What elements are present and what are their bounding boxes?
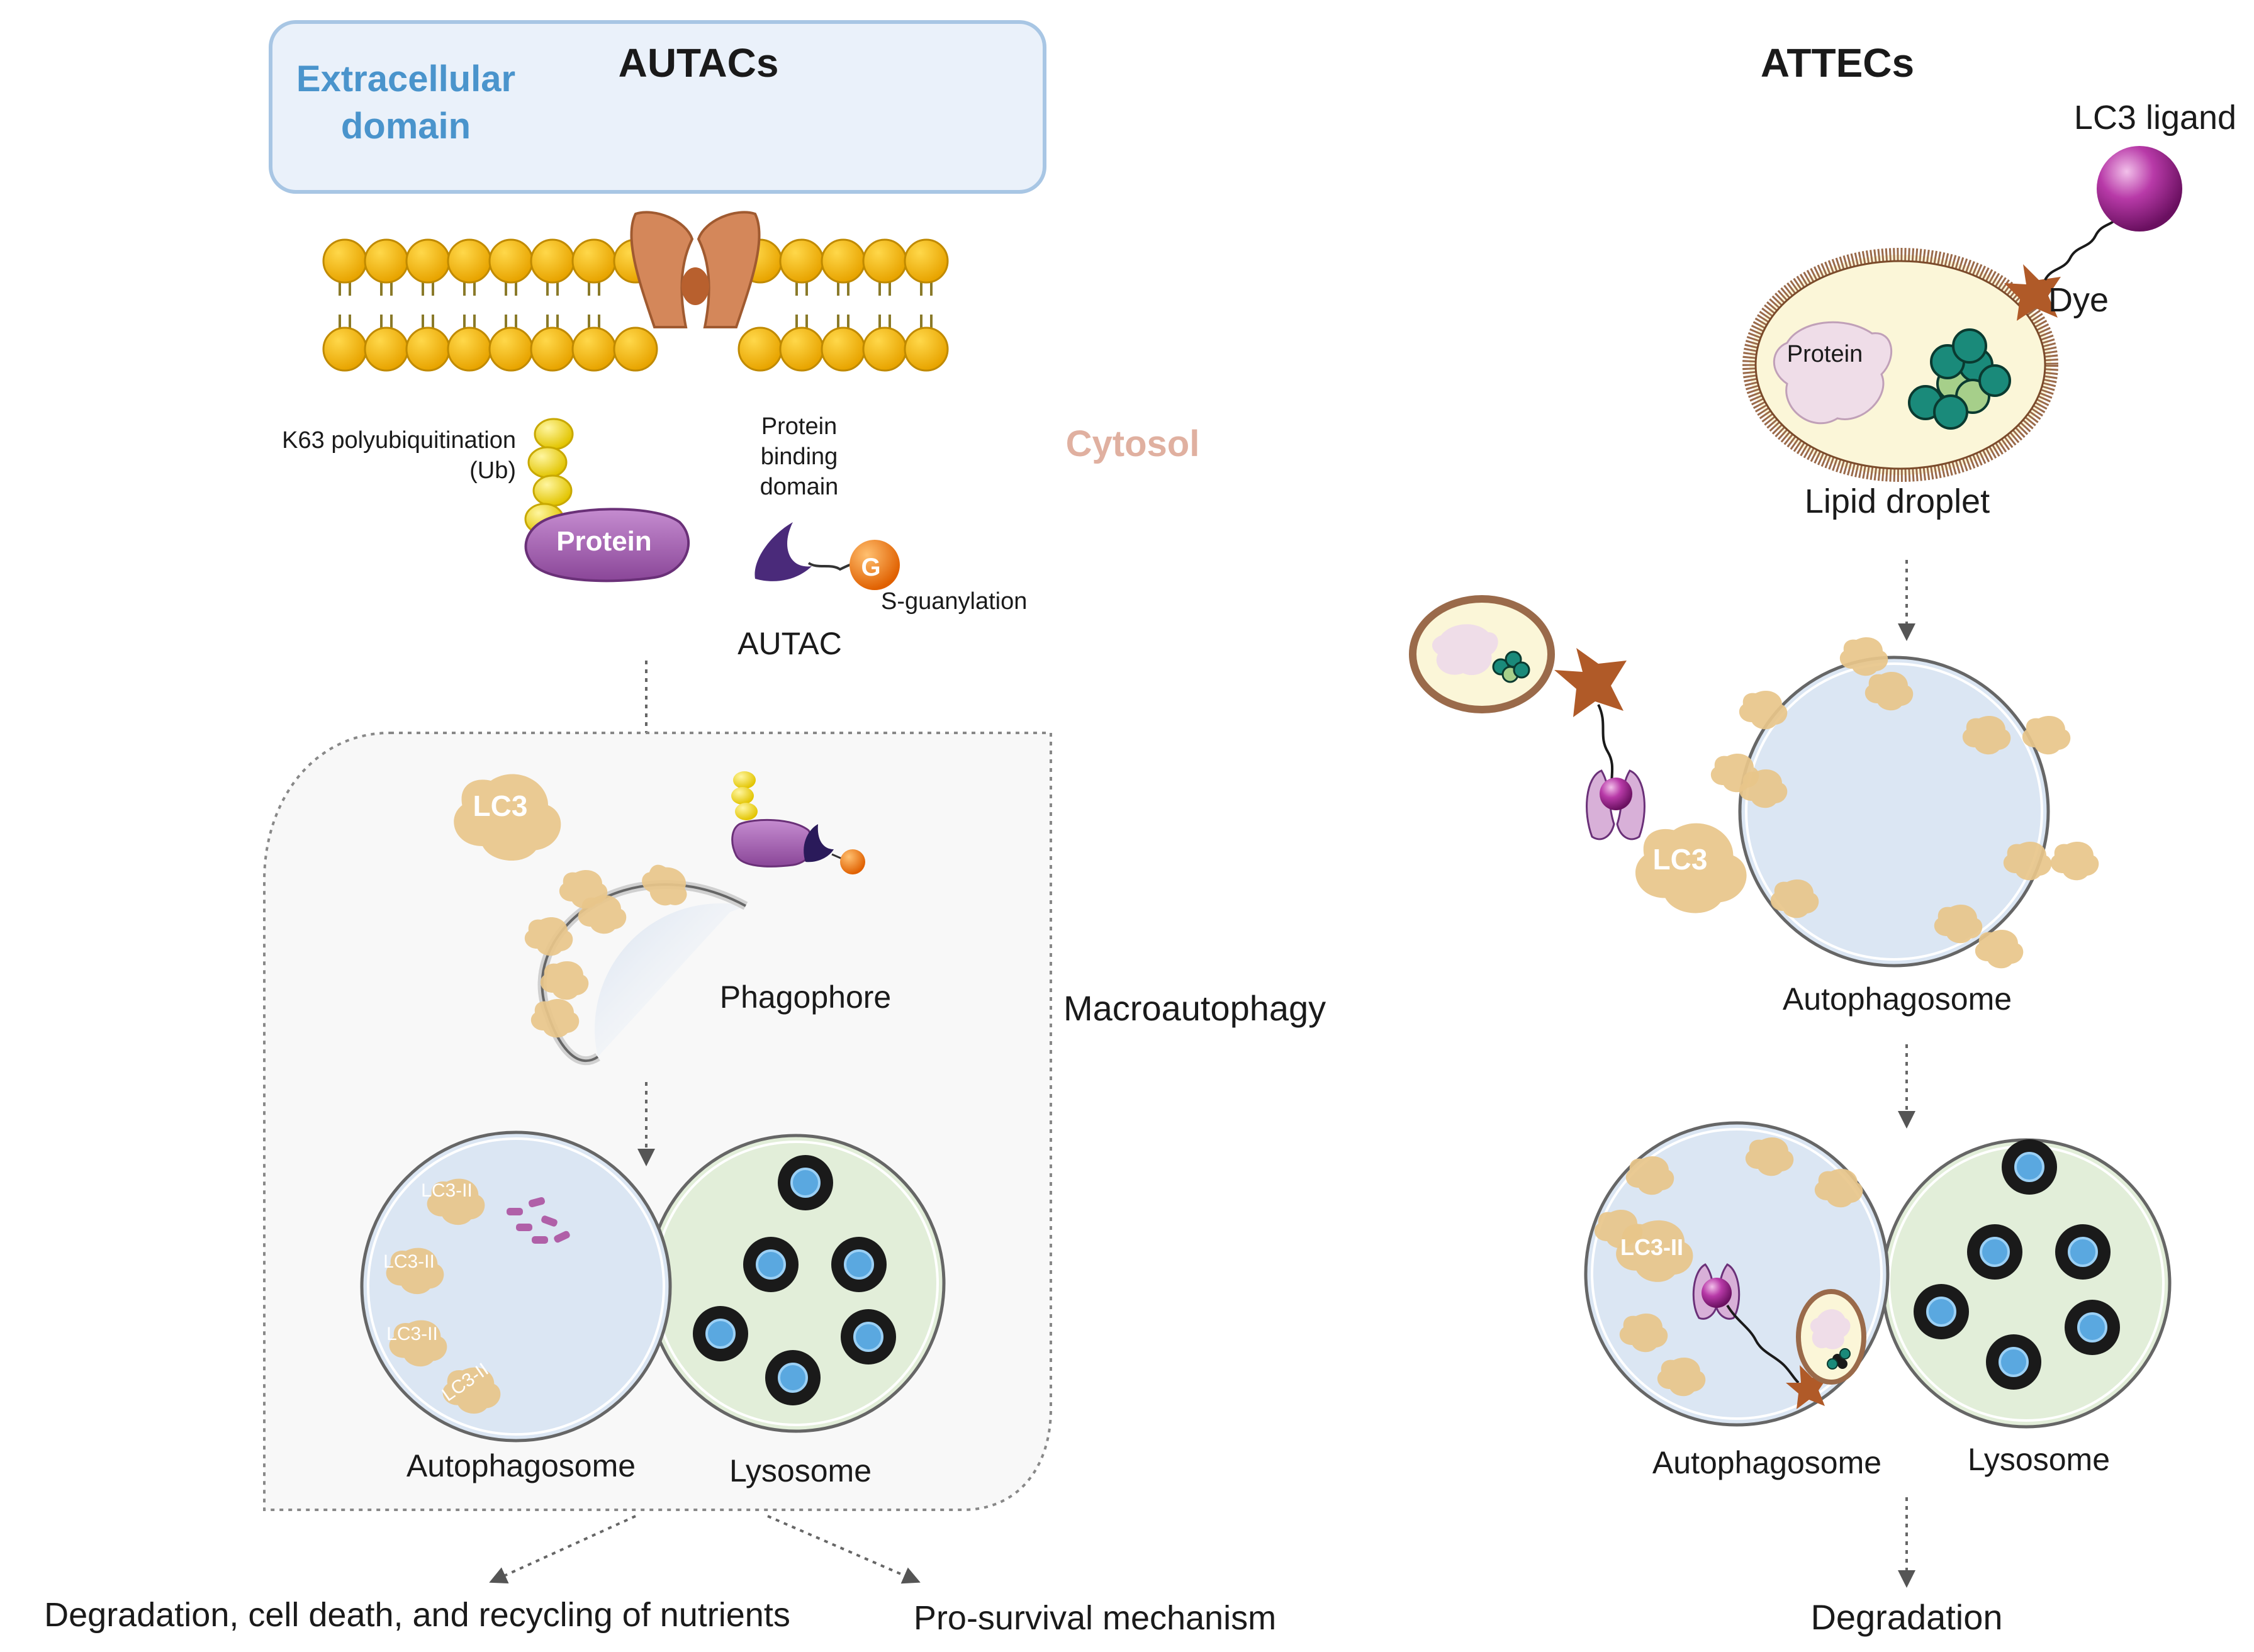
extracellular-label-1: Extracellular bbox=[296, 59, 515, 99]
lysosome-right-label: Lysosome bbox=[1968, 1442, 2110, 1477]
lc3-right-label: LC3 bbox=[1653, 843, 1708, 876]
lipid-head bbox=[821, 238, 866, 284]
autac-molecule bbox=[754, 522, 900, 590]
cytosol-label: Cytosol bbox=[1066, 423, 1200, 464]
autophagosome-right-bottom-label: Autophagosome bbox=[1652, 1445, 1881, 1480]
pbd-label-3: domain bbox=[760, 474, 839, 500]
lipid-head bbox=[779, 326, 824, 372]
lipid-head bbox=[904, 238, 949, 284]
ubiquitin-chain bbox=[524, 418, 574, 535]
lc3-ii-label-2: LC3-II bbox=[383, 1251, 435, 1272]
lipid-bilayer bbox=[322, 238, 949, 372]
lipid-head bbox=[488, 238, 534, 284]
autophagosome-left bbox=[360, 1130, 672, 1443]
lipid-head bbox=[447, 238, 492, 284]
arrow-to-degradation-outcome bbox=[489, 1515, 636, 1583]
s-guanylation-label: S-guanylation bbox=[881, 588, 1027, 615]
lc3-ii-label-1: LC3-II bbox=[421, 1180, 473, 1201]
lipid-head bbox=[405, 326, 451, 372]
dye-star bbox=[2004, 264, 2061, 321]
lipid-head bbox=[571, 326, 617, 372]
macroautophagy-label: Macroautophagy bbox=[1063, 988, 1326, 1028]
lc3-ligand-sphere bbox=[2097, 146, 2182, 232]
pbd-label-2: binding bbox=[761, 444, 838, 470]
dye-label: Dye bbox=[2048, 281, 2109, 319]
lipid-head bbox=[322, 238, 367, 284]
lipid-head bbox=[904, 326, 949, 372]
lipid-head bbox=[862, 238, 907, 284]
membrane-channel bbox=[630, 211, 761, 328]
small-lipid-droplet bbox=[1409, 595, 1555, 713]
lipid-droplet-label: Lipid droplet bbox=[1805, 483, 1990, 520]
phagophore bbox=[524, 858, 748, 1065]
dye-star-small bbox=[1554, 648, 1627, 717]
lipid-head bbox=[530, 238, 575, 284]
attecs-title: ATTECs bbox=[1761, 40, 1914, 86]
extracellular-label-2: domain bbox=[341, 106, 471, 147]
degradation-label: Degradation bbox=[1810, 1597, 2002, 1637]
lipid-droplet bbox=[1742, 248, 2058, 482]
outcome-degradation-label: Degradation, cell death, and recycling o… bbox=[44, 1596, 790, 1634]
lc3-label: LC3 bbox=[473, 790, 528, 822]
lipid-head bbox=[447, 326, 492, 372]
lipid-head bbox=[530, 326, 575, 372]
lysosome-left-label: Lysosome bbox=[729, 1453, 872, 1488]
lipid-head bbox=[571, 238, 617, 284]
guanine-label: G bbox=[861, 554, 880, 581]
lc3-ii-right-label: LC3-II bbox=[1620, 1234, 1683, 1260]
tagged-protein-complex bbox=[731, 771, 865, 874]
lipid-head bbox=[737, 326, 783, 372]
autophagosome-left-label: Autophagosome bbox=[407, 1448, 636, 1483]
lipid-head bbox=[364, 238, 409, 284]
lc3-ii-label-3: LC3-II bbox=[386, 1324, 438, 1344]
outcome-pro-survival-label: Pro-survival mechanism bbox=[914, 1599, 1276, 1637]
k63-label-2: (Ub) bbox=[469, 457, 516, 484]
lipid-head bbox=[862, 326, 907, 372]
k63-label-1: K63 polyubiquitination bbox=[282, 427, 516, 454]
phagophore-label: Phagophore bbox=[720, 979, 891, 1015]
lipid-head bbox=[613, 326, 658, 372]
extracellular-box bbox=[269, 20, 1046, 194]
autophagosome-right-top-label: Autophagosome bbox=[1783, 981, 2012, 1017]
lipid-head bbox=[821, 326, 866, 372]
pbd-label-1: Protein bbox=[761, 413, 837, 440]
arrow-to-pro-survival bbox=[767, 1515, 921, 1584]
lysosome-left bbox=[646, 1134, 946, 1433]
lipid-head bbox=[405, 238, 451, 284]
macroautophagy-box bbox=[263, 732, 1052, 1511]
lipid-head bbox=[364, 326, 409, 372]
autophagosome-right-bottom bbox=[1584, 1121, 1890, 1427]
autacs-title: AUTACs bbox=[619, 40, 779, 86]
autac-label: AUTAC bbox=[737, 626, 842, 661]
lipid-head bbox=[322, 326, 367, 372]
lc3-ligand-label: LC3 ligand bbox=[2074, 99, 2236, 137]
autophagosome-right-top bbox=[1710, 637, 2099, 969]
lipid-head bbox=[779, 238, 824, 284]
lc3-receptor-bound bbox=[1586, 769, 1646, 840]
droplet-protein-label: Protein bbox=[1787, 341, 1863, 367]
lipid-head bbox=[488, 326, 534, 372]
target-protein bbox=[524, 508, 690, 583]
lysosome-right bbox=[1881, 1138, 2172, 1429]
protein-label: Protein bbox=[556, 526, 652, 557]
